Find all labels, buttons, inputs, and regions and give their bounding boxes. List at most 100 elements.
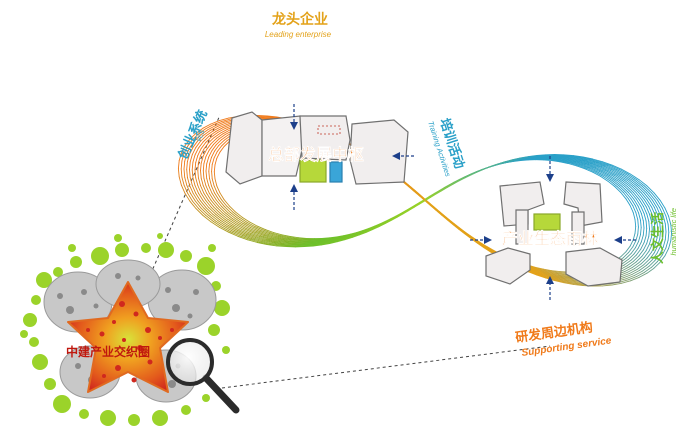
ribbon-strand (651, 192, 658, 201)
ribbon-strand (664, 207, 670, 217)
ribbon-strand (424, 196, 431, 202)
ribbon-strand (633, 198, 639, 207)
ribbon-strand (358, 231, 367, 236)
ribbon-strand (217, 213, 226, 221)
arrow-icon (546, 276, 554, 284)
ribbon-strand (216, 133, 224, 139)
ribbon-strand (213, 171, 216, 180)
rainforest-building-plan (485, 181, 623, 287)
ribbon-strand (629, 239, 634, 247)
ribbon-strand (269, 233, 279, 237)
ribbon-strand (273, 232, 283, 236)
ribbon-strand (547, 271, 558, 275)
ribbon-strand (590, 158, 601, 163)
label-startup-en: vcs (194, 128, 207, 143)
ribbon-strand (662, 239, 666, 248)
ribbon-strand (561, 157, 571, 161)
ribbon-strand (219, 213, 229, 220)
arrow-icon (484, 236, 492, 244)
ribbon-strand (659, 214, 664, 224)
ribbon-strand (199, 200, 207, 209)
ribbon-strand (638, 272, 648, 278)
ribbon-strand (631, 269, 640, 275)
ribbon-strand (273, 236, 284, 240)
ribbon-strand (595, 162, 607, 167)
ribbon-strand (239, 223, 249, 229)
ribbon-strand (430, 193, 437, 198)
ribbon-strand (605, 170, 615, 176)
ribbon-strand (265, 234, 275, 238)
arrow-icon (290, 184, 298, 192)
ribbon-strand (638, 234, 641, 242)
ribbon-strand (256, 114, 268, 117)
ribbon-strand (643, 199, 650, 208)
label-rainforest-cn: 产业生态雨林 (502, 229, 598, 248)
ribbon-strand (542, 272, 552, 275)
ribbon-strand (582, 164, 592, 169)
ribbon-strand (587, 163, 598, 168)
ribbon-strand (200, 185, 205, 194)
ribbon-strand (203, 192, 209, 201)
ribbon-strand (223, 199, 230, 207)
ribbon-strand (292, 239, 303, 241)
ribbon-strand (210, 125, 219, 131)
ribbon-strand (237, 235, 249, 241)
ribbon-strand (256, 225, 266, 231)
ribbon-strand (184, 192, 191, 202)
ribbon-strand (215, 199, 223, 207)
ribbon-strand (552, 271, 563, 274)
ribbon-strand (536, 267, 546, 271)
ribbon-strand (648, 228, 650, 237)
ribbon-strand (649, 252, 655, 260)
ribbon-strand (603, 170, 613, 176)
ribbon-strand (631, 262, 640, 269)
ribbon-strand (424, 200, 431, 206)
ribbon-strand (186, 146, 191, 155)
ribbon-strand (645, 259, 653, 266)
ribbon-strand (206, 192, 212, 201)
ribbon-strand (554, 280, 565, 284)
ribbon-strand (192, 177, 196, 186)
ribbon-strand (596, 171, 606, 177)
ribbon-strand (668, 215, 672, 225)
ribbon-strand (211, 144, 217, 152)
ribbon-strand (344, 237, 353, 241)
ribbon-strand (551, 278, 562, 282)
ribbon-strand (563, 154, 574, 157)
ribbon-strand (651, 199, 658, 208)
ribbon-strand (189, 132, 197, 140)
ribbon-strand (530, 266, 540, 270)
ribbon-strand (189, 146, 194, 155)
ribbon-strand (271, 242, 283, 245)
ribbon-strand (620, 273, 630, 278)
ribbon-strand (662, 230, 664, 240)
ribbon-strand (210, 199, 217, 208)
ribbon-strand (625, 275, 635, 280)
ribbon-strand (665, 239, 669, 249)
ribbon-strand (189, 192, 196, 202)
ribbon-strand (566, 279, 577, 282)
ribbon-strand (664, 223, 667, 233)
grey-dot (168, 380, 176, 388)
ribbon-strand (651, 221, 653, 230)
ribbon-strand (580, 164, 590, 169)
ribbon-strand (562, 277, 573, 280)
ribbon-strand (215, 127, 224, 133)
ribbon-strand (260, 240, 272, 244)
ribbon-strand (638, 212, 641, 221)
ribbon-strand (209, 178, 212, 187)
ribbon-strand (195, 154, 199, 164)
green-bubble (180, 250, 192, 262)
ribbon-strand (213, 138, 220, 145)
ribbon-strand (321, 243, 331, 246)
ribbon-strand (208, 131, 216, 137)
ribbon-strand (568, 159, 579, 163)
ribbon-strand (656, 229, 659, 239)
green-bubble (20, 330, 28, 338)
ribbon-strand (554, 276, 564, 279)
ribbon-strand (213, 164, 216, 173)
ribbon-strand (645, 220, 648, 229)
green-bubble (141, 243, 151, 253)
ribbon-strand (477, 242, 485, 249)
red-dots (86, 301, 174, 383)
